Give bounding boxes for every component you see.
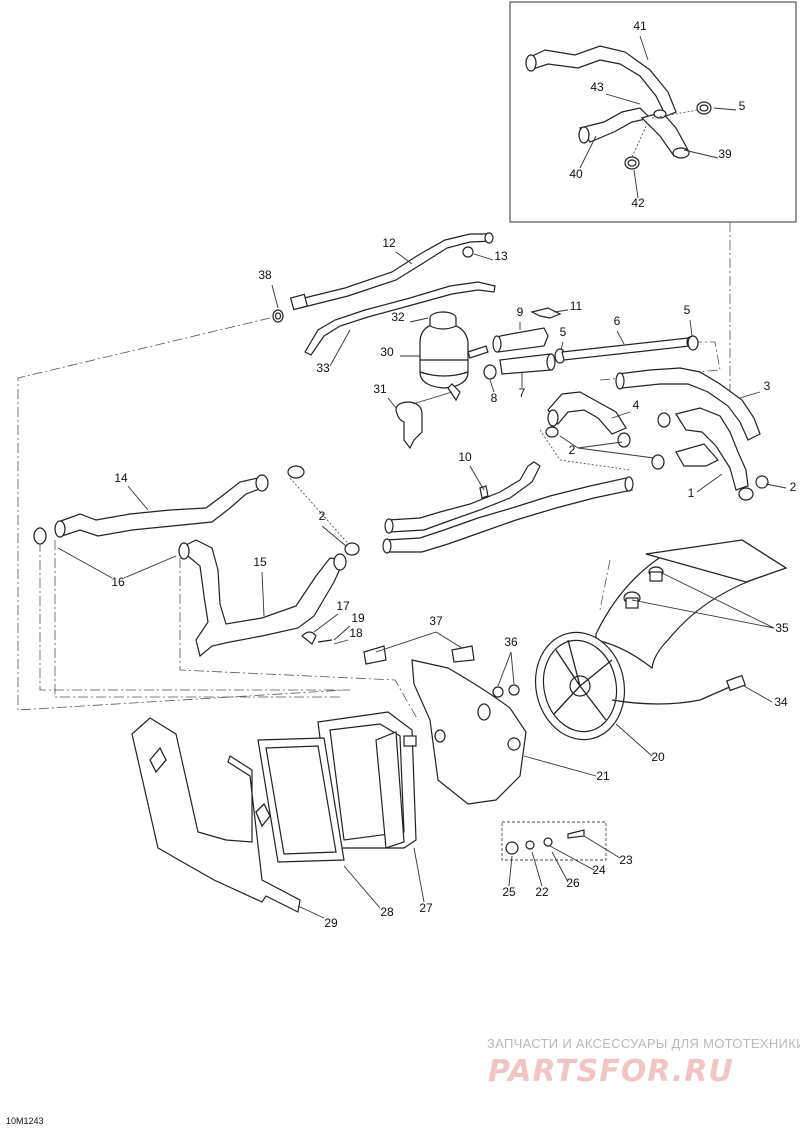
bracket-21 bbox=[411, 659, 527, 805]
callout-c6: 6 bbox=[614, 314, 621, 328]
callout-c40: 40 bbox=[569, 167, 583, 181]
callout-c30: 30 bbox=[380, 345, 394, 359]
callout-c42: 42 bbox=[631, 196, 645, 210]
callout-c14: 14 bbox=[114, 471, 128, 485]
callout-c41: 41 bbox=[633, 19, 647, 33]
clamp-38 bbox=[272, 309, 284, 323]
callout-c21: 21 bbox=[596, 769, 610, 783]
inset-clamp-43 bbox=[653, 109, 667, 119]
hose-15 bbox=[178, 539, 347, 658]
clamps-2-right bbox=[545, 412, 769, 501]
callout-c5a: 5 bbox=[739, 99, 746, 113]
inset-hose-40 bbox=[578, 107, 652, 144]
guide-line-hose14 bbox=[54, 540, 340, 698]
callout-c18: 18 bbox=[349, 626, 363, 640]
pipe-6 bbox=[561, 336, 694, 361]
coolant-reservoir-30 bbox=[419, 321, 489, 402]
nuts-36 bbox=[492, 684, 520, 698]
pipe-10 bbox=[382, 461, 634, 554]
leader-lines bbox=[57, 35, 787, 919]
clamp-5-end bbox=[687, 335, 699, 351]
hose-7 bbox=[499, 353, 556, 375]
clamp-11 bbox=[530, 307, 562, 319]
callout-c4: 4 bbox=[633, 398, 640, 412]
callout-c33: 33 bbox=[316, 361, 330, 375]
callout-c11: 11 bbox=[570, 299, 583, 313]
callout-c24: 24 bbox=[592, 863, 606, 877]
guide-line-fan bbox=[599, 559, 611, 611]
callout-c22: 22 bbox=[535, 885, 549, 899]
inset-clamp-42 bbox=[624, 156, 640, 170]
screen-28 bbox=[257, 737, 345, 863]
callout-c26: 26 bbox=[566, 876, 580, 890]
guide-line-left bbox=[17, 317, 346, 711]
shield-29 bbox=[131, 717, 301, 913]
clamps-14 bbox=[33, 465, 305, 545]
callout-c2c: 2 bbox=[319, 509, 326, 523]
callout-c25: 25 bbox=[502, 885, 516, 899]
callout-c2a: 2 bbox=[569, 443, 576, 457]
callout-c1: 1 bbox=[688, 486, 695, 500]
guide-line-hose15 bbox=[179, 558, 419, 721]
hardware-kit bbox=[505, 829, 585, 855]
hose-3 bbox=[615, 367, 761, 441]
callout-c35: 35 bbox=[775, 621, 789, 635]
clamp-17 bbox=[301, 631, 317, 645]
radiator-27 bbox=[317, 711, 417, 849]
screw-18 bbox=[317, 639, 333, 643]
callout-c17: 17 bbox=[336, 599, 350, 613]
callout-c31: 31 bbox=[373, 382, 387, 396]
callout-c20: 20 bbox=[651, 750, 665, 764]
callout-c12: 12 bbox=[382, 236, 396, 250]
callout-c19: 19 bbox=[351, 611, 365, 625]
callout-c5b: 5 bbox=[684, 303, 691, 317]
watermark-line2: PARTSFOR.RU bbox=[488, 1054, 734, 1089]
callout-c16: 16 bbox=[111, 575, 125, 589]
cooling-fan-20 bbox=[534, 631, 746, 741]
clamp-2-15 bbox=[344, 542, 360, 556]
callout-c28: 28 bbox=[380, 905, 394, 919]
callout-c10: 10 bbox=[458, 450, 472, 464]
hose-33 bbox=[304, 281, 496, 356]
callout-c3: 3 bbox=[764, 379, 771, 393]
inset-detail-frame bbox=[509, 1, 797, 223]
bracket-31 bbox=[395, 401, 423, 450]
hardware-kit-frame bbox=[501, 821, 607, 861]
callout-c27: 27 bbox=[419, 901, 433, 915]
hose-14 bbox=[54, 474, 269, 538]
hose-1 bbox=[675, 407, 749, 491]
clamp-13 bbox=[462, 246, 474, 258]
callout-c36: 36 bbox=[504, 635, 518, 649]
callout-c13: 13 bbox=[494, 249, 508, 263]
callout-c39: 39 bbox=[718, 147, 732, 161]
radiator-cap-32 bbox=[429, 311, 457, 330]
inset-hose-39 bbox=[640, 111, 690, 159]
callout-c38: 38 bbox=[258, 268, 272, 282]
drawing-code: 10M1243 bbox=[6, 1116, 44, 1126]
fan-shroud-35 bbox=[595, 539, 788, 670]
hose-9 bbox=[492, 327, 549, 353]
callout-c8: 8 bbox=[491, 391, 498, 405]
callout-c9: 9 bbox=[517, 305, 524, 319]
callout-c34: 34 bbox=[774, 695, 788, 709]
clamp-8 bbox=[483, 364, 497, 380]
callout-c5c: 5 bbox=[560, 325, 567, 339]
callout-c29: 29 bbox=[324, 916, 338, 930]
callout-c32: 32 bbox=[391, 310, 405, 324]
hose-12 bbox=[289, 232, 494, 311]
callout-c15: 15 bbox=[253, 555, 267, 569]
hose-4 bbox=[547, 391, 627, 435]
callout-c7: 7 bbox=[519, 386, 526, 400]
guide-line-hose16 bbox=[39, 542, 350, 691]
inset-clamp-5 bbox=[696, 101, 712, 115]
callout-c43: 43 bbox=[590, 80, 604, 94]
callout-c2b: 2 bbox=[790, 480, 797, 494]
callout-c23: 23 bbox=[619, 853, 633, 867]
watermark-line1: ЗАПЧАСТИ И АКСЕССУАРЫ ДЛЯ МОТОТЕХНИКИ bbox=[487, 1036, 800, 1051]
callout-c37: 37 bbox=[429, 614, 443, 628]
